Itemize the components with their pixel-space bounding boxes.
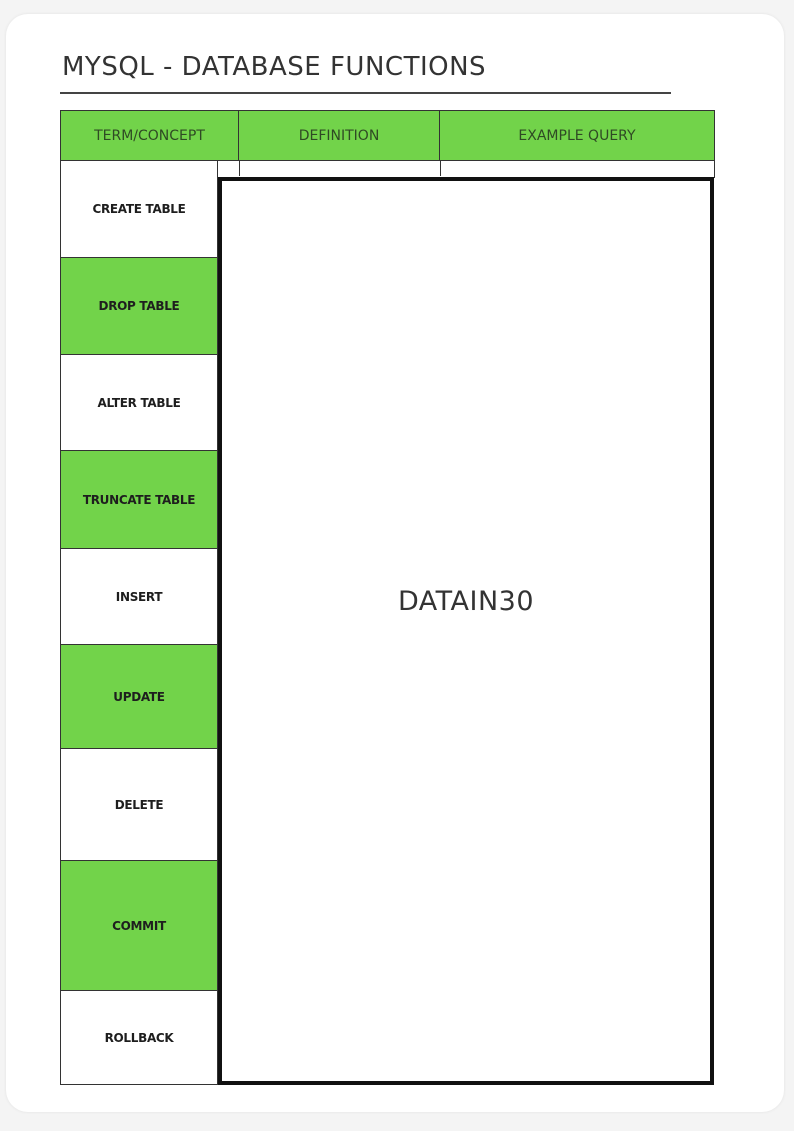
term-cell-delete: DELETE — [60, 748, 218, 861]
column-divider — [440, 160, 441, 176]
term-cell-commit: COMMIT — [60, 860, 218, 991]
overlay-label: DATAIN30 — [397, 585, 535, 617]
header-example-query: EXAMPLE QUERY — [439, 110, 715, 161]
term-cell-drop-table: DROP TABLE — [60, 257, 218, 355]
title-underline — [60, 92, 671, 94]
column-divider — [239, 160, 240, 176]
term-cell-insert: INSERT — [60, 548, 218, 645]
overlay-box: DATAIN30 — [218, 177, 714, 1085]
term-cell-create-table: CREATE TABLE — [60, 160, 218, 258]
term-column: CREATE TABLE DROP TABLE ALTER TABLE TRUN… — [60, 160, 218, 1085]
header-term-concept: TERM/CONCEPT — [60, 110, 239, 161]
term-cell-alter-table: ALTER TABLE — [60, 354, 218, 451]
term-cell-rollback: ROLLBACK — [60, 990, 218, 1085]
term-cell-update: UPDATE — [60, 644, 218, 749]
header-definition: DEFINITION — [238, 110, 440, 161]
term-cell-truncate-table: TRUNCATE TABLE — [60, 450, 218, 549]
table-header-row: TERM/CONCEPT DEFINITION EXAMPLE QUERY — [60, 110, 715, 161]
page-title: MYSQL - DATABASE FUNCTIONS — [62, 52, 487, 82]
